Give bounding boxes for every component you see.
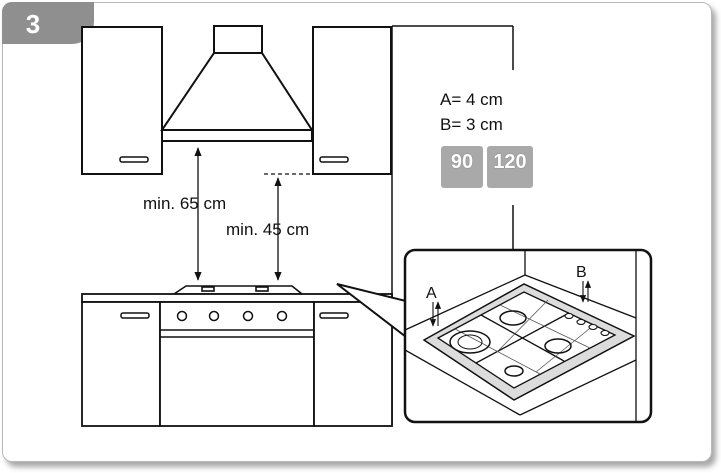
cooker-hood	[160, 25, 314, 142]
detail-label-a: A	[426, 285, 437, 302]
detail-label-b: B	[576, 264, 587, 281]
width-badge-90-value: 90	[450, 151, 474, 173]
distance-a-marker	[429, 301, 442, 327]
width-badge-90: 90	[441, 146, 483, 188]
base-cabinets	[81, 301, 393, 427]
step-tab: 3	[2, 2, 94, 44]
hob-plate	[422, 283, 636, 401]
hood-clearance-label: min. 65 cm	[143, 194, 227, 213]
oven	[160, 310, 314, 338]
width-badge-120-value: 120	[493, 151, 527, 173]
hob	[171, 285, 305, 295]
cabinet-clearance-label: min. 45 cm	[226, 220, 310, 239]
left-wall-cabinet	[81, 26, 163, 175]
countertop	[81, 293, 393, 303]
distance-b-marker	[579, 280, 592, 303]
hob-detail-view: A B	[403, 248, 653, 424]
width-badge-120: 120	[487, 146, 533, 188]
distance-a-text: A= 4 cm	[440, 90, 503, 109]
distance-b-text: B= 3 cm	[440, 115, 503, 134]
right-wall-cabinet	[312, 26, 392, 175]
step-number: 3	[25, 9, 41, 39]
